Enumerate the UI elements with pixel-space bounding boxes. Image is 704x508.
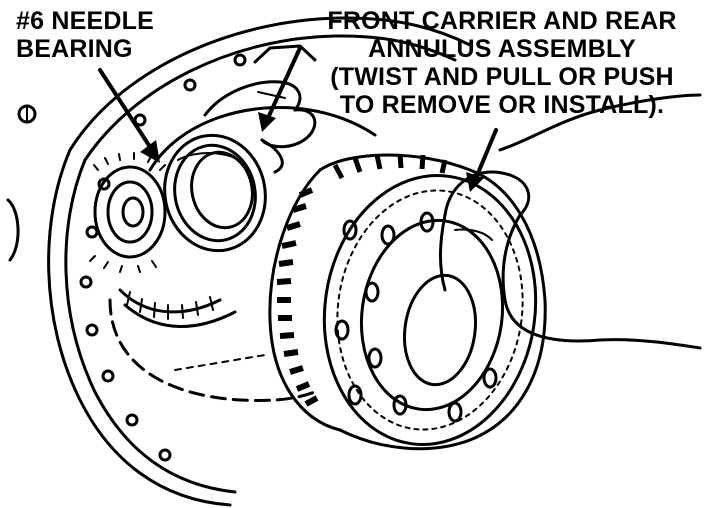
needle-bearing-label-line: BEARING bbox=[16, 35, 133, 63]
carrier-assembly bbox=[268, 153, 547, 451]
needle-bearing-label: #6 NEEDLE BEARING bbox=[16, 7, 154, 63]
needle-bearing-arrow bbox=[98, 68, 160, 163]
carrier-label-line: ANNULUS ASSEMBLY bbox=[367, 35, 637, 63]
carrier-assembly-label: FRONT CARRIER AND REAR ANNULUS ASSEMBLY … bbox=[312, 7, 692, 119]
carrier-arrow-upper bbox=[258, 46, 302, 132]
carrier-arrow-lower bbox=[466, 128, 498, 192]
carrier-label-line: FRONT CARRIER AND REAR bbox=[327, 7, 677, 35]
case-edge-left bbox=[6, 198, 20, 262]
carrier-label-line: (TWIST AND PULL OR PUSH bbox=[330, 63, 674, 91]
case-inner-bore bbox=[108, 106, 377, 402]
needle-bearing bbox=[163, 133, 267, 253]
case-bolt bbox=[17, 104, 37, 124]
upper-hand bbox=[203, 44, 317, 174]
right-hand bbox=[438, 93, 702, 350]
needle-bearing-label-line: #6 NEEDLE bbox=[16, 7, 154, 35]
rear-annulus-gear bbox=[118, 288, 237, 328]
case-rim bbox=[47, 16, 472, 507]
carrier-label-line: TO REMOVE OR INSTALL). bbox=[339, 91, 665, 119]
sun-gear bbox=[89, 152, 167, 273]
